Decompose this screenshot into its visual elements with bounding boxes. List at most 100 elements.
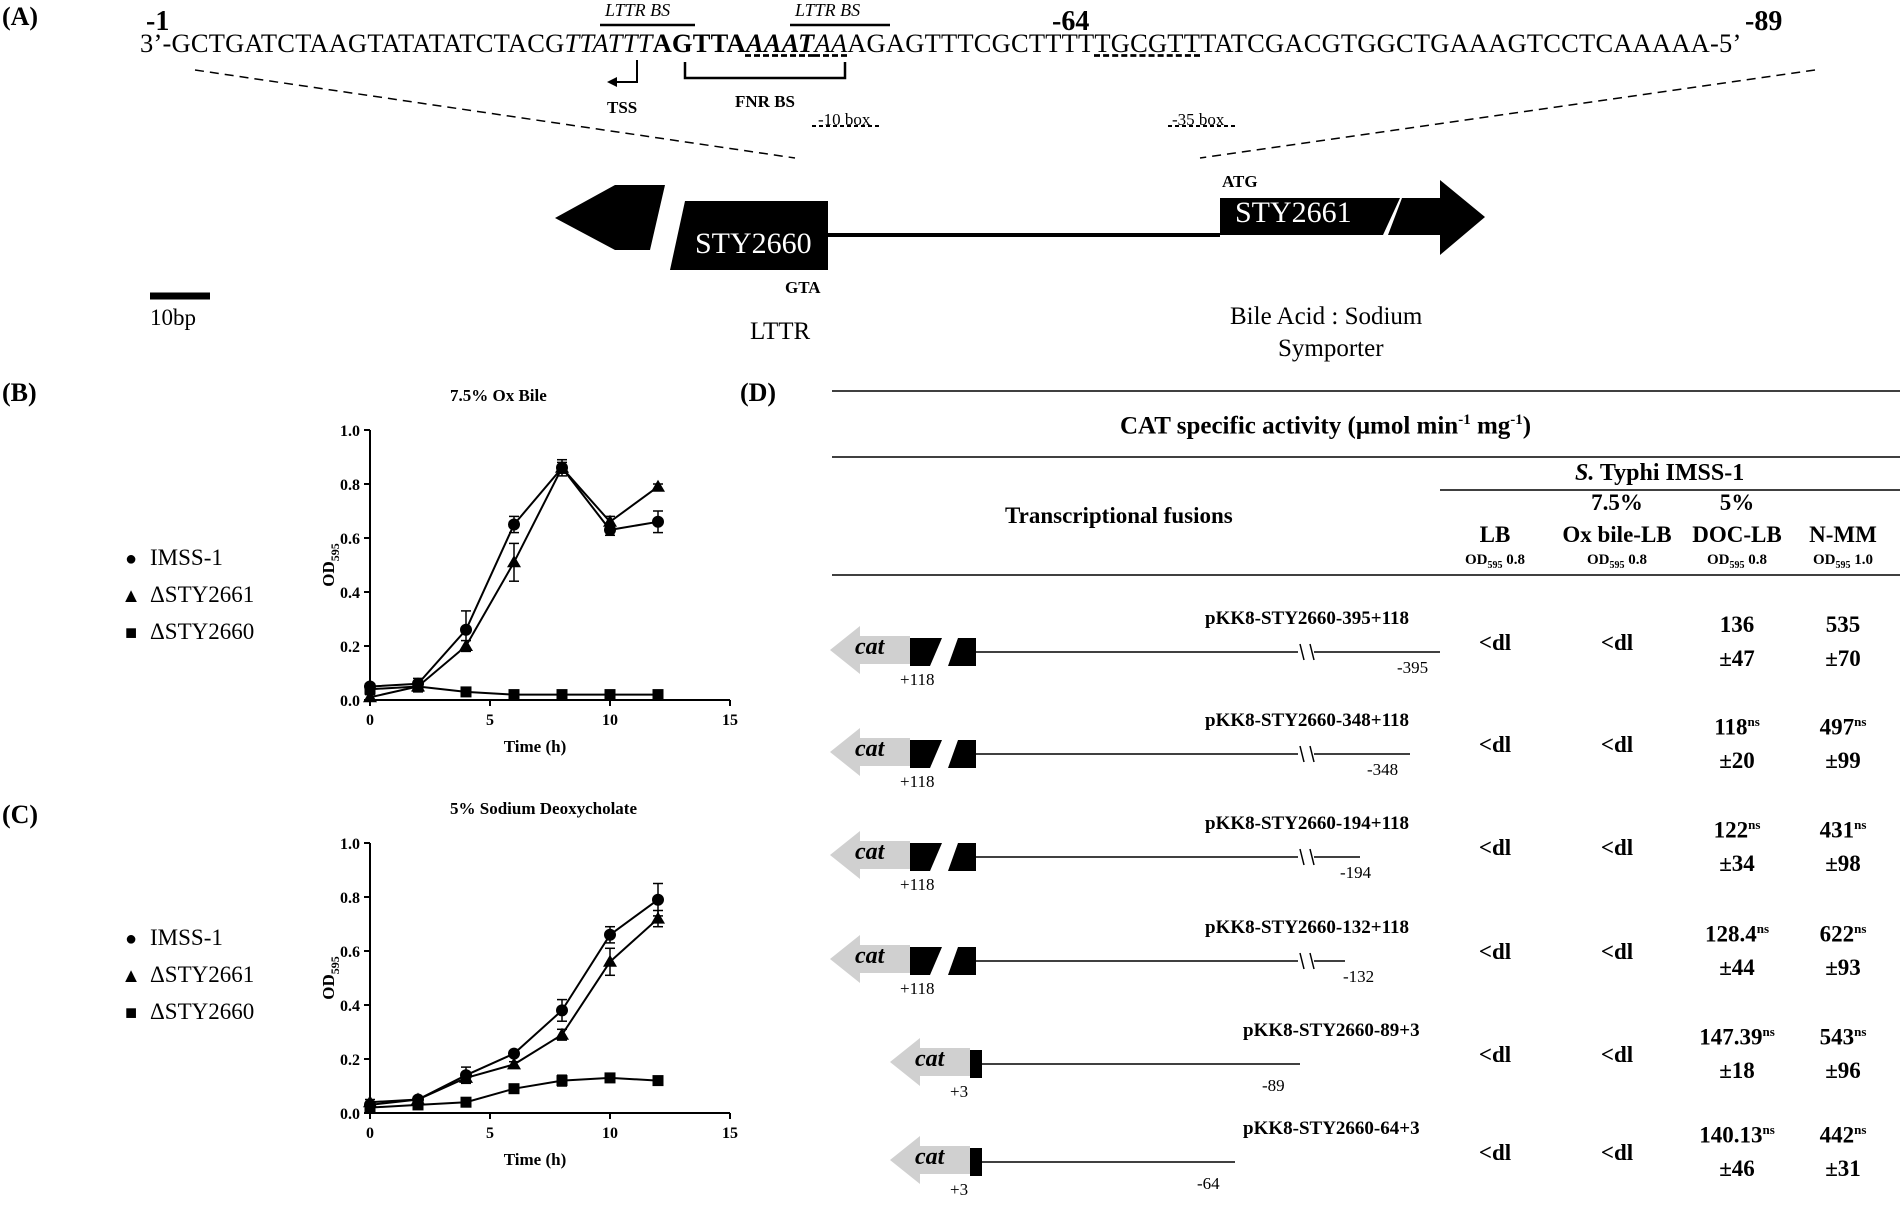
cat-reporter-arrow [890,1038,970,1086]
triangle-marker-icon: ▲ [121,585,141,607]
data-point [508,1047,520,1060]
cell-ox-bile: <dl [1600,1140,1634,1165]
gene-fragment-block [910,843,942,871]
zoom-line-left [194,69,796,159]
fusion-name: pKK8-STY2660-194+118 [1205,813,1410,834]
y-tick-label: 0.4 [340,585,360,602]
cat-reporter-arrow [890,1136,970,1184]
cell-lb: <dl [1478,1042,1512,1067]
fusion-minus-position: -89 [1262,1076,1285,1095]
panel-a-diagram [150,23,1816,300]
sequence-start: 3’-GCTGATCTAAGTATATATCTACG [140,28,565,58]
data-point [652,893,664,906]
fusion-minus-position: -64 [1197,1174,1220,1193]
axis-break-icon [1299,745,1305,763]
data-point [651,911,665,924]
x-tick-label: 15 [722,1125,738,1142]
fusion-name: pKK8-STY2660-348+118 [1205,710,1410,731]
sequence-end: TATCGACGTGGCTGAAAGTCCTCAAAAA-5’ [1200,28,1742,58]
data-point [364,683,376,695]
gene-sty2660-description: LTTR [750,318,811,345]
legend-label: IMSS-1 [150,925,223,950]
y-tick-label: 0.8 [340,890,360,907]
fusion-name: pKK8-STY2660-89+3 [1243,1020,1420,1041]
cell-doc-value: 140.13ns [1699,1122,1775,1148]
sequence-fnr-site: AGTTA [652,28,746,58]
fnr-bs-bracket [683,62,847,80]
data-point [652,689,664,701]
data-point [460,623,472,636]
lttr-bs-label-2: LTTR BS [795,0,861,20]
chart-b-x-label: Time (h) [504,737,567,756]
cell-lb: <dl [1478,732,1512,757]
legend-b-sty2661: ▲ΔSTY2661 [118,582,254,608]
triangle-marker-icon: ▲ [121,965,141,987]
cell-ox-bile: <dl [1600,732,1634,757]
column-od: OD595 1.0 [1813,552,1873,571]
chart-c-title: 5% Sodium Deoxycholate [450,799,637,818]
gta-label: GTA [785,278,821,297]
cell-doc-value: 136 [1719,612,1755,637]
cell-doc-value: 122ns [1713,817,1761,843]
chart-b-y-label: OD595 [319,543,342,587]
gene-sty2661-arrowhead [1388,180,1485,255]
cell-doc-value: 147.39ns [1699,1024,1775,1050]
data-point [651,479,665,492]
y-tick-label: 0.4 [340,998,360,1015]
data-point [507,555,521,568]
data-point [508,689,520,701]
x-tick-label: 0 [366,712,374,729]
cell-ox-bile: <dl [1600,1042,1634,1067]
data-point [604,1072,616,1084]
sequence-middle: AGAGTTTCGCTTTT [847,28,1095,58]
chart-b-title: 7.5% Ox Bile [450,386,547,405]
table-title: CAT specific activity (μmol min-1 mg-1) [1120,412,1532,440]
fusion-plus-position: +118 [900,670,935,689]
fnr-bs-label: FNR BS [735,92,795,111]
cat-reporter-arrow [830,831,910,879]
column-header: Ox bile-LB [1562,522,1672,547]
cell-lb: <dl [1478,835,1512,860]
cell-nmm-sd: ±31 [1825,1156,1861,1181]
chart-c-y-label: OD595 [319,956,342,1000]
legend-b-sty2660: ■ΔSTY2660 [118,619,254,645]
data-point [604,928,616,941]
data-point [652,1075,664,1087]
fusion-plus-position: +3 [950,1180,969,1199]
x-tick-label: 5 [486,1125,494,1142]
data-point [412,681,424,692]
legend-label: ΔSTY2660 [150,619,255,644]
gene-fragment-block [910,638,942,666]
axis-break-icon [1299,848,1305,866]
data-point [555,1027,569,1040]
position-minus-89: -89 [1745,6,1783,37]
legend-c-sty2661: ▲ΔSTY2661 [118,962,254,988]
fusion-minus-position: -395 [1397,658,1429,677]
y-tick-label: 1.0 [340,423,360,440]
fusion-name: pKK8-STY2660-132+118 [1205,917,1410,938]
circle-marker-icon: ● [124,548,138,570]
column-od: OD595 0.8 [1465,552,1525,571]
fusion-construct-diagram [830,728,1410,776]
scale-label: 10bp [150,305,196,330]
sequence-lttr-site-1: TTATTT [564,28,653,58]
cell-lb: <dl [1478,939,1512,964]
data-point [556,689,568,701]
cell-doc-sd: ±18 [1719,1058,1755,1083]
position-minus-64: -64 [1052,6,1090,37]
cell-nmm-value: 497ns [1819,714,1867,740]
panel-b-label: (B) [2,378,37,407]
column-header-line1: 5% [1719,490,1755,515]
data-point [508,518,520,531]
cell-doc-sd: ±44 [1719,955,1755,980]
cat-label: cat [915,1144,945,1170]
lttr-bs-label-1: LTTR BS [605,0,671,20]
axis-break-icon [1309,643,1315,661]
cell-doc-sd: ±47 [1719,646,1755,671]
cell-doc-sd: ±34 [1719,851,1755,876]
